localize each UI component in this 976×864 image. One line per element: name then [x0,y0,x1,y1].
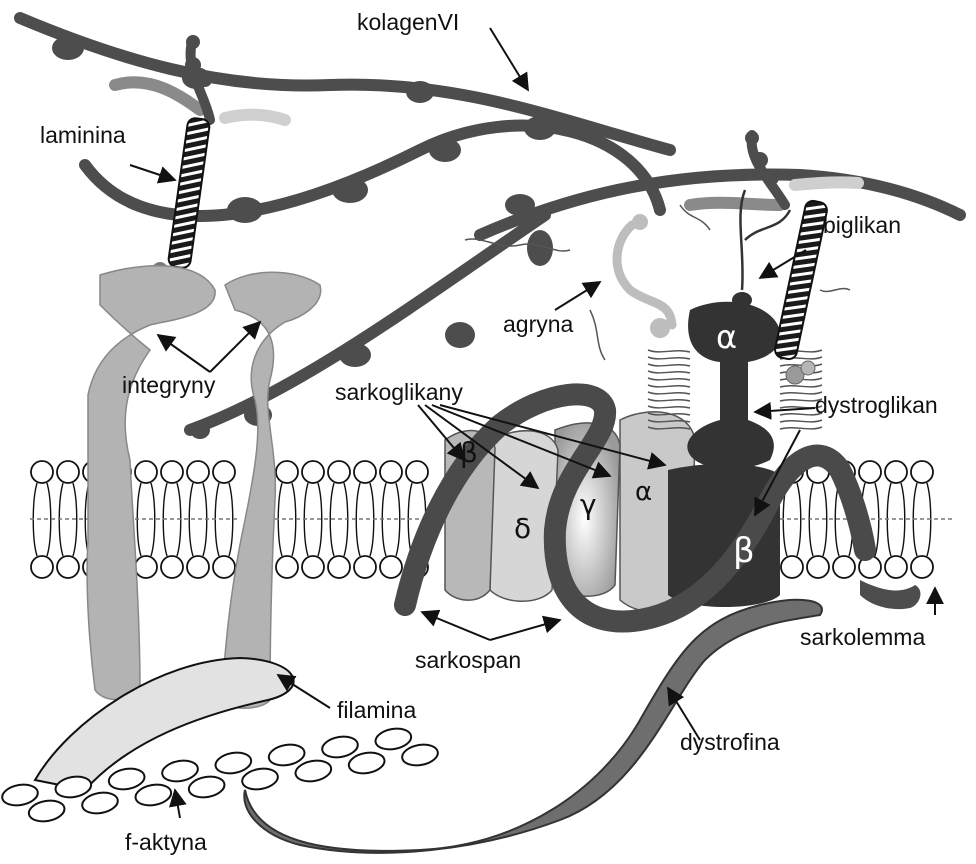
lipid-head [161,461,183,483]
lipid-head [57,461,79,483]
actin-monomer [107,766,146,792]
lipid-head [354,461,376,483]
glycan-chain [648,364,690,366]
actin-monomer [241,766,280,792]
lipid-head [859,461,881,483]
lipid-head [302,556,324,578]
lipid-head [781,556,803,578]
lipid-head [807,556,829,578]
actin-monomer [161,758,200,784]
lipid-head [380,461,402,483]
lipid-head [406,461,428,483]
label-laminina: laminina [40,122,126,148]
sarcoglycan-alpha-label: α [635,477,652,507]
lipid-head [135,461,157,483]
glycan-chain [648,378,690,380]
lipid-head [31,556,53,578]
glycan-chain [648,399,690,401]
actin-monomer [374,726,413,752]
actin-monomer [81,790,120,816]
actin-monomer [347,750,386,776]
lipid-head [911,461,933,483]
glycan-chain [780,427,822,429]
glycan-chain [648,371,690,373]
glycan-chain [648,392,690,394]
actin-monomer [267,742,306,768]
lipid-head [302,461,324,483]
label-agryna: agryna [503,311,574,337]
actin-monomer [187,774,226,800]
label-f-aktyna: f-aktyna [125,829,207,855]
label-dystrofina: dystrofina [680,729,780,755]
glycan-chain [648,357,690,359]
dystroglycan-alpha-label: α [716,318,737,356]
actin-monomer [401,742,440,768]
laminin-coiled-coil-left [168,117,211,269]
label-sarkospan: sarkospan [415,647,521,673]
lipid-head [213,461,235,483]
label-integryny: integryny [122,372,216,398]
lipid-head [276,461,298,483]
agrin [617,214,672,338]
lipid-head [833,556,855,578]
glycan-chain [648,385,690,387]
lipid-head [885,461,907,483]
label-biglikan: biglikan [823,212,901,238]
lipid-head [135,556,157,578]
lipid-head [213,556,235,578]
sarcoglycan-beta-label: β [460,436,478,469]
lipid-head [328,556,350,578]
lipid-head [354,556,376,578]
lipid-head [276,556,298,578]
actin-monomer [27,798,66,824]
lipid-head [161,556,183,578]
label-dystroglikan: dystroglikan [815,392,938,418]
glycan-chain [648,406,690,408]
lipid-head [380,556,402,578]
label-sarkoglikany: sarkoglikany [335,379,463,405]
sarcoglycan-gamma-label: γ [580,488,597,521]
actin-monomer [321,734,360,760]
label-filamina: filamina [337,697,416,723]
lipid-head [911,556,933,578]
lipid-head [57,556,79,578]
glycan-chain [648,350,690,352]
dystroglycan-beta-label: β [733,531,755,571]
lipid-head [328,461,350,483]
glycan-chain [780,420,822,422]
actin-monomer [214,750,253,776]
sarcoglycan-delta-label: δ [514,512,531,545]
lipid-head [885,556,907,578]
lipid-head [31,461,53,483]
label-kolagen: kolagenVI [357,9,459,35]
laminin-coiled-coil-right [774,199,829,360]
actin-monomer [1,782,40,808]
actin-monomer [294,758,333,784]
lipid-head [187,556,209,578]
label-sarkolemma: sarkolemma [800,624,925,650]
lipid-head [187,461,209,483]
actin-monomer [134,782,173,808]
glycan-chain [780,385,822,387]
